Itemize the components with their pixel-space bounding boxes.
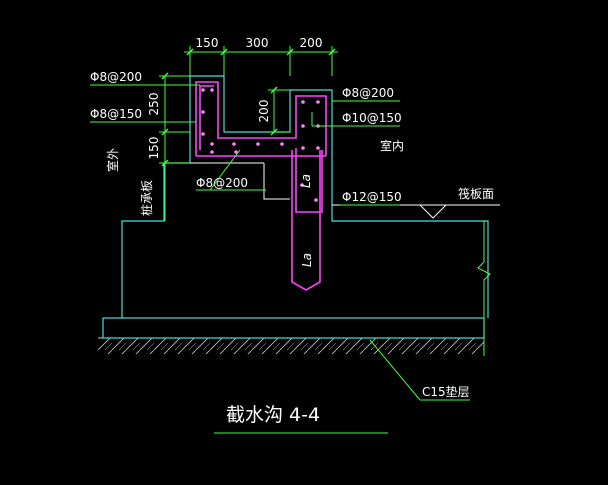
anchor-label-upper: La: [299, 174, 313, 188]
rebar-label-top-left: Φ8@200: [90, 70, 142, 84]
rebar-label-mid-right: Φ10@150: [342, 111, 402, 125]
rebar-label-bottom-left: Φ8@200: [196, 176, 248, 190]
c15-cushion-layer: [102, 317, 485, 339]
label-inside: 室内: [380, 138, 404, 153]
break-line: [477, 221, 491, 356]
dim-left-1: 250: [147, 93, 161, 116]
leader-lines: [90, 84, 470, 434]
rebar-inner: [199, 85, 214, 150]
rebar-label-top-right: Φ8@200: [342, 86, 394, 100]
label-slab-surface: 筏板面: [458, 187, 494, 201]
dim-top-2: 300: [246, 36, 269, 50]
rebar-long-anchor: [291, 150, 321, 291]
anchor-label-lower: La: [300, 253, 314, 267]
label-outside: 室外: [105, 148, 120, 172]
dim-top-1: 150: [196, 36, 219, 50]
dim-inner-depth: 200: [257, 100, 271, 123]
label-c15-cushion: C15垫层: [422, 384, 470, 399]
dimension-ticks: [161, 48, 336, 167]
rebar-group: [195, 81, 327, 291]
label-pile-cap: 桩承板: [139, 180, 154, 216]
dim-top-3: 200: [300, 36, 323, 50]
slab-level-symbol: [418, 204, 448, 219]
rebar-right-anchor: [295, 148, 323, 213]
rebar-label-mid-left: Φ8@150: [90, 107, 142, 121]
soil-hatch: [98, 338, 484, 354]
dim-left-2: 150: [147, 137, 161, 160]
rebar-dots: [201, 88, 320, 202]
dimension-lines: [159, 46, 338, 221]
right-step-line: [263, 163, 290, 200]
foundation-outline: [121, 75, 489, 318]
rebar-label-lower-right: Φ12@150: [342, 190, 402, 204]
drawing-title: 截水沟 4-4: [226, 404, 320, 426]
rebar-left-wall: [195, 81, 327, 156]
